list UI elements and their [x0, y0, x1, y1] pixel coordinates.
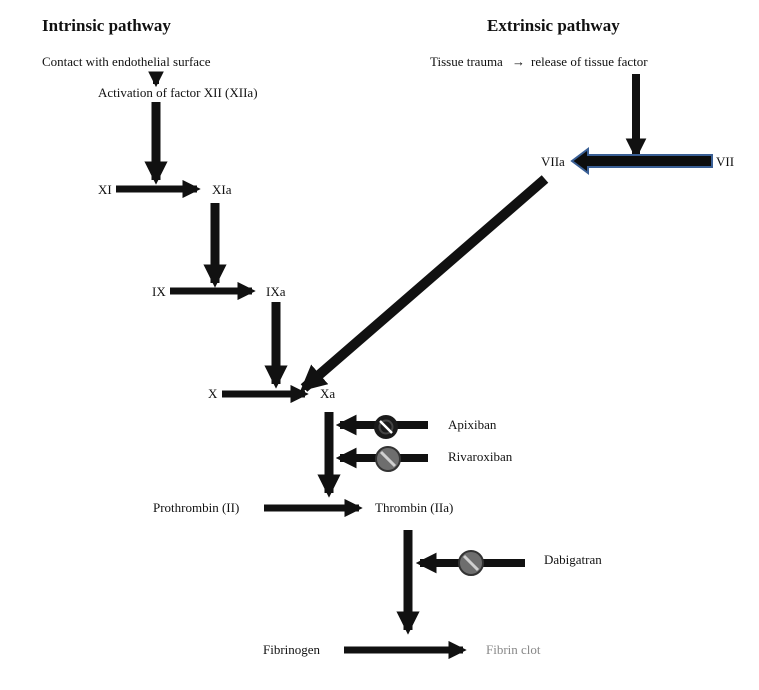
- release-tissue-factor-label: release of tissue factor: [531, 54, 648, 69]
- intrinsic-pathway-heading: Intrinsic pathway: [42, 16, 171, 35]
- fibrin-clot-label: Fibrin clot: [486, 642, 541, 657]
- tissue-trauma-label: Tissue trauma: [430, 54, 503, 69]
- contact-endothelial-label: Contact with endothelial surface: [42, 54, 211, 69]
- extrinsic-pathway-heading: Extrinsic pathway: [487, 16, 620, 35]
- viia-to-xa-arrow: [300, 175, 549, 392]
- dabigatran-inhibitor-icon: [458, 550, 484, 576]
- apixiban-inhibitor-icon: [374, 415, 398, 439]
- ix-label: IX: [152, 284, 166, 299]
- xia-label: XIa: [212, 182, 232, 197]
- x-label: X: [208, 386, 218, 401]
- activation-xii-label: Activation of factor XII (XIIa): [98, 85, 258, 100]
- vii-to-viia-arrow: [570, 147, 713, 175]
- xa-label: Xa: [320, 386, 335, 401]
- release-arrow-glyph: →: [512, 54, 525, 69]
- rivaroxiban-label: Rivaroxiban: [448, 449, 513, 464]
- ixa-label: IXa: [266, 284, 286, 299]
- thrombin-label: Thrombin (IIa): [375, 500, 453, 515]
- dabigatran-label: Dabigatran: [544, 552, 602, 567]
- viia-label: VIIa: [541, 154, 565, 169]
- fibrinogen-label: Fibrinogen: [263, 642, 321, 657]
- apixiban-label: Apixiban: [448, 417, 497, 432]
- xi-label: XI: [98, 182, 112, 197]
- vii-label: VII: [716, 154, 734, 169]
- rivaroxiban-inhibitor-icon: [375, 446, 401, 472]
- prothrombin-label: Prothrombin (II): [153, 500, 239, 515]
